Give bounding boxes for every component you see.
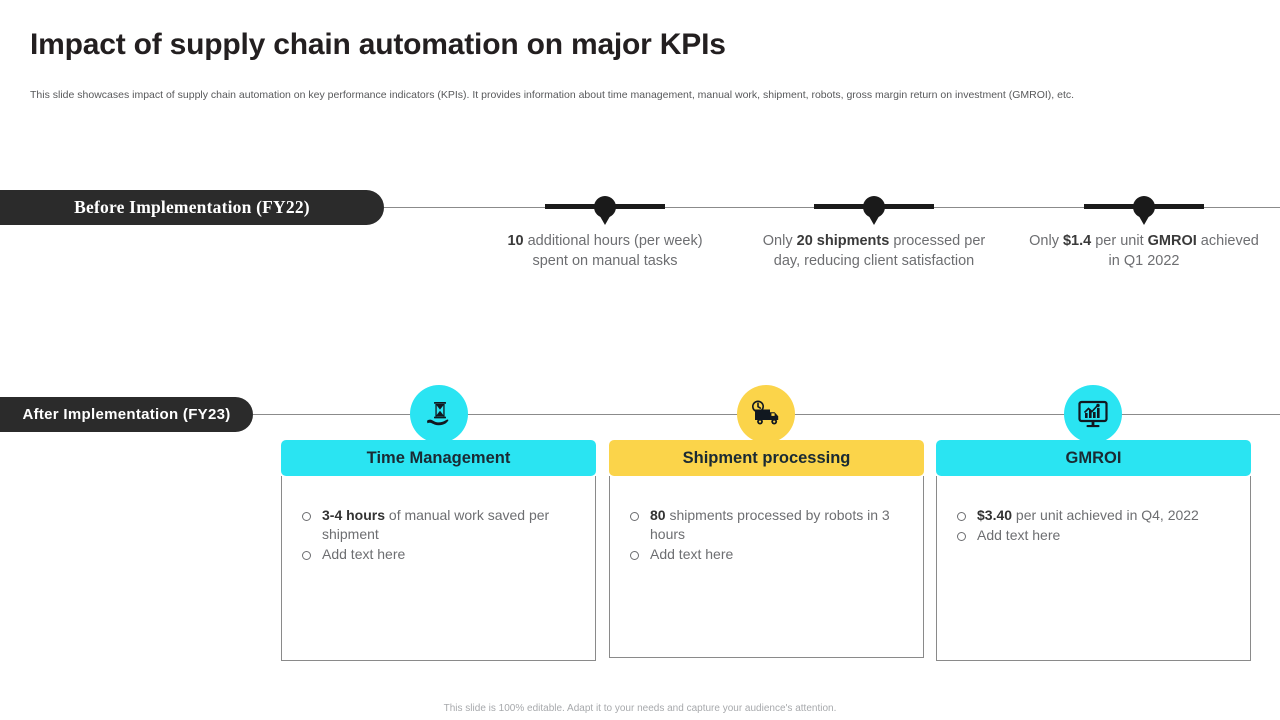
- timeline-pin-marker-1: [545, 196, 665, 236]
- before-metric-text-3: Only $1.4 per unit GMROI achieved in Q1 …: [1029, 232, 1259, 271]
- before-metric-text-1: 10 additional hours (per week) spent on …: [490, 232, 720, 271]
- bullet-list-gmroi: $3.40 per unit achieved in Q4, 2022 Add …: [955, 506, 1232, 545]
- bullet-text: of manual work saved per shipment: [322, 507, 550, 542]
- bullet-list-shipment-processing: 80 shipments processed by robots in 3 ho…: [628, 506, 905, 564]
- card-title-time-management: Time Management: [281, 440, 596, 476]
- card-title-gmroi: GMROI: [936, 440, 1251, 476]
- before-metric-text-2: Only 20 shipments processed per day, red…: [759, 232, 989, 271]
- bullet-text: Add text here: [322, 546, 406, 562]
- monitor-chart-icon: [1064, 385, 1122, 443]
- card-shipment-processing: Shipment processing 80 shipments process…: [609, 440, 924, 658]
- timeline-pin-marker-3: [1084, 196, 1204, 236]
- bullet-text: Add text here: [977, 527, 1061, 543]
- list-item: Add text here: [628, 545, 905, 564]
- card-body-time-management: 3-4 hours of manual work saved per shipm…: [281, 476, 596, 661]
- bullet-text: shipments processed by robots in 3 hours: [650, 507, 890, 542]
- map-pin-icon: [1133, 196, 1155, 218]
- before-metric-rest-2: processed per day, reducing client satis…: [773, 233, 986, 269]
- before-metric-bold-3: $1.4: [1062, 233, 1092, 249]
- bullet-bold-text: 3-4 hours: [322, 507, 386, 523]
- card-time-management: Time Management 3-4 hours of manual work…: [281, 440, 596, 661]
- bullet-bold-text: 80: [650, 507, 666, 523]
- list-item: Add text here: [955, 526, 1232, 545]
- bullet-text: Add text here: [650, 546, 734, 562]
- card-body-shipment-processing: 80 shipments processed by robots in 3 ho…: [609, 476, 924, 658]
- before-metric-lead-2: Only: [762, 233, 797, 249]
- bullet-text: per unit achieved in Q4, 2022: [1012, 507, 1199, 523]
- before-metric-rest-3: achieved in Q1 2022: [1108, 233, 1259, 269]
- before-metric-mid-3: per unit: [1091, 233, 1148, 249]
- before-implementation-label: Before Implementation (FY22): [74, 197, 310, 217]
- list-item: Add text here: [300, 545, 577, 564]
- after-implementation-label: After Implementation (FY23): [22, 406, 231, 423]
- timeline-pin-marker-2: [814, 196, 934, 236]
- list-item: $3.40 per unit achieved in Q4, 2022: [955, 506, 1232, 525]
- before-metric-lead-3: Only: [1029, 233, 1063, 249]
- page-subtitle: This slide showcases impact of supply ch…: [30, 89, 1075, 101]
- card-gmroi: GMROI $3.40 per unit achieved in Q4, 202…: [936, 440, 1251, 661]
- footer-note: This slide is 100% editable. Adapt it to…: [443, 703, 837, 714]
- map-pin-icon: [863, 196, 885, 218]
- before-metric-lead-1: 10: [507, 233, 524, 249]
- bullet-list-time-management: 3-4 hours of manual work saved per shipm…: [300, 506, 577, 564]
- delivery-truck-clock-icon: [737, 385, 795, 443]
- page-title: Impact of supply chain automation on maj…: [30, 28, 726, 61]
- map-pin-icon: [594, 196, 616, 218]
- before-metric-bold2-3: GMROI: [1147, 233, 1197, 249]
- before-metric-bold-2: 20 shipments: [796, 233, 890, 249]
- card-body-gmroi: $3.40 per unit achieved in Q4, 2022 Add …: [936, 476, 1251, 661]
- hourglass-on-hand-icon: [410, 385, 468, 443]
- before-implementation-banner: Before Implementation (FY22): [0, 190, 384, 225]
- list-item: 80 shipments processed by robots in 3 ho…: [628, 506, 905, 544]
- list-item: 3-4 hours of manual work saved per shipm…: [300, 506, 577, 544]
- bullet-bold-text: $3.40: [977, 507, 1013, 523]
- before-metric-rest-1: additional hours (per week) spent on man…: [523, 233, 703, 269]
- after-implementation-banner: After Implementation (FY23): [0, 397, 253, 432]
- card-title-shipment-processing: Shipment processing: [609, 440, 924, 476]
